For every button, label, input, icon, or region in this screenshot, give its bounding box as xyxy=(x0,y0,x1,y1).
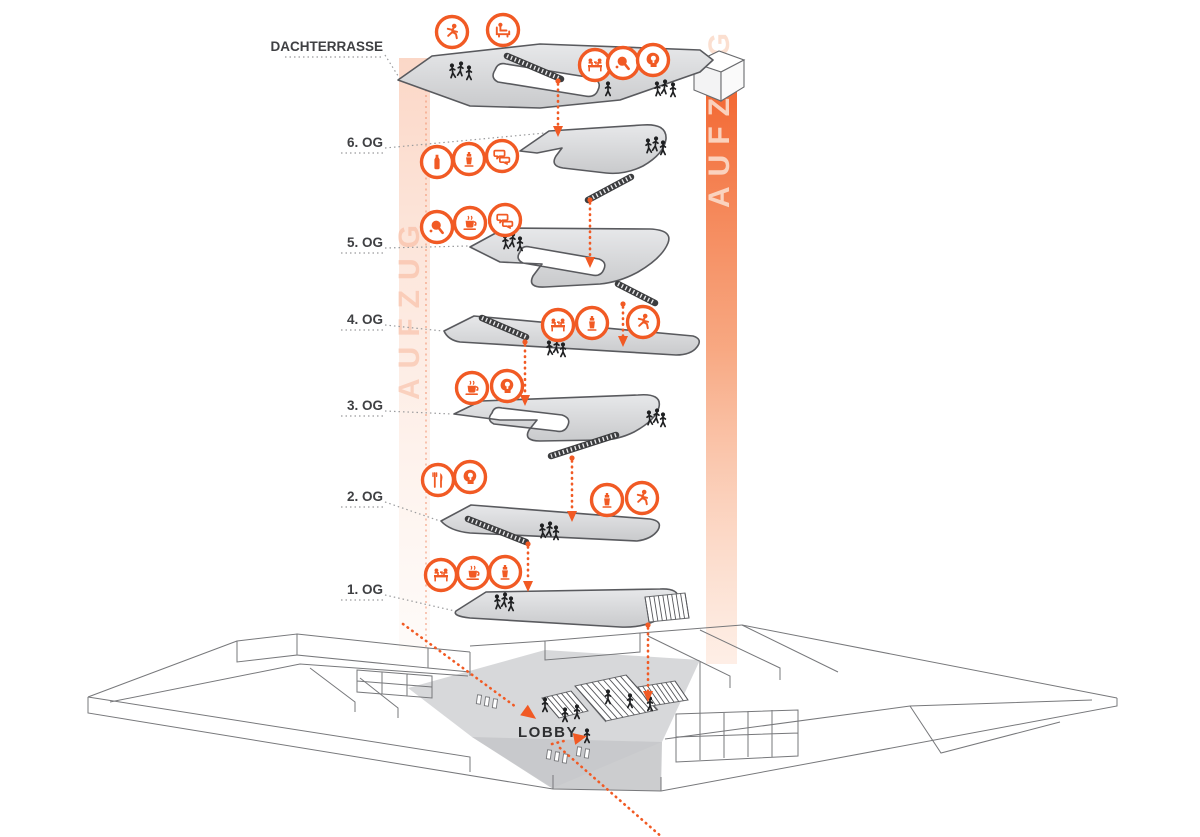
label-dachterrasse: DACHTERRASSE xyxy=(270,39,383,54)
plate-6og xyxy=(519,123,667,175)
person-figure xyxy=(561,707,569,723)
head-lightbulb-icon xyxy=(635,42,671,78)
person-figure xyxy=(516,236,524,252)
head-lightbulb-icon xyxy=(489,368,525,404)
bottle-icon xyxy=(419,144,455,180)
interfloor-ramps xyxy=(464,52,659,546)
person-figure xyxy=(465,65,473,81)
elevator-arrow-down xyxy=(618,301,628,347)
elevator-arrow-down xyxy=(643,622,653,702)
person-figure xyxy=(456,61,464,77)
plate-3og xyxy=(453,393,661,442)
people-at-table-icon xyxy=(423,557,459,593)
stair-ramp xyxy=(503,52,565,83)
stair-ramp xyxy=(478,314,530,341)
person-figure xyxy=(552,525,560,541)
person-figure xyxy=(604,689,612,705)
person-figure xyxy=(660,79,668,95)
person-figure xyxy=(500,592,508,608)
table-tennis-icon xyxy=(605,45,641,81)
1og-stair-hatch xyxy=(644,592,690,623)
plate-5og xyxy=(469,227,670,288)
amenity-icons xyxy=(419,12,671,593)
elevator-arrow-down xyxy=(567,455,577,522)
stair-ramp xyxy=(614,280,659,307)
lobby-label: LOBBY xyxy=(518,724,578,741)
label-3og: 3. OG xyxy=(347,398,383,413)
label-5og: 5. OG xyxy=(347,235,383,250)
person-figure xyxy=(539,523,547,539)
coffee-cup-icon xyxy=(454,370,490,406)
shaker-icon xyxy=(589,482,625,518)
label-4og: 4. OG xyxy=(347,312,383,327)
person-figure xyxy=(573,704,581,720)
stair-ramp xyxy=(464,515,530,546)
lounge-seating-icon xyxy=(485,12,521,48)
person-figure xyxy=(546,340,554,356)
person-figure xyxy=(494,594,502,610)
person-figure xyxy=(541,697,549,713)
lobby-entry-arrow xyxy=(401,622,537,719)
person-figure xyxy=(626,693,634,709)
person-figure xyxy=(559,342,567,358)
person-figure xyxy=(651,136,659,152)
lobby-front-wall xyxy=(472,737,662,791)
running-person-icon xyxy=(434,14,470,50)
speech-bubbles-icon xyxy=(484,138,520,174)
person-figure xyxy=(645,138,653,154)
door-slots xyxy=(475,694,591,764)
person-figure xyxy=(604,81,612,97)
label-2og: 2. OG xyxy=(347,489,383,504)
fork-knife-icon xyxy=(420,462,456,498)
label-1og: 1. OG xyxy=(347,582,383,597)
elevator-arrow-down xyxy=(520,339,530,406)
lobby-exit-path xyxy=(558,746,664,837)
circulation-arrows xyxy=(401,78,664,837)
shaker-icon xyxy=(487,554,523,590)
people-at-table-icon xyxy=(577,47,613,83)
people-at-table-icon xyxy=(540,307,576,343)
running-person-icon xyxy=(624,480,660,516)
person-figure xyxy=(659,412,667,428)
lobby-inner-arrow xyxy=(550,733,587,746)
table-tennis-icon xyxy=(419,209,455,245)
person-figure xyxy=(545,521,553,537)
coffee-cup-icon xyxy=(452,205,488,241)
label-6og: 6. OG xyxy=(347,135,383,150)
person-figure xyxy=(646,410,654,426)
people-figures xyxy=(449,61,677,744)
person-figure xyxy=(652,408,660,424)
stair-ramp xyxy=(584,173,635,204)
floor-labels: DACHTERRASSE 6. OG 5. OG 4. OG 3. OG 2. … xyxy=(270,39,383,597)
running-person-icon xyxy=(625,304,661,340)
plate-1og xyxy=(454,588,679,628)
person-figure xyxy=(583,728,591,744)
stair-ramp xyxy=(547,431,620,460)
1og-stair xyxy=(644,592,690,623)
speech-bubbles-icon xyxy=(487,202,523,238)
elevator-arrow-down xyxy=(523,541,533,592)
shaker-icon xyxy=(574,305,610,341)
head-lightbulb-icon xyxy=(452,459,488,495)
lobby-stairs xyxy=(541,674,689,722)
left-aufzug-label: AUFZUG xyxy=(393,215,426,400)
person-figure xyxy=(659,140,667,156)
floor-leader-lines xyxy=(285,54,546,612)
coffee-cup-icon xyxy=(455,555,491,591)
person-figure xyxy=(654,81,662,97)
ground-floor-plan: LOBBY xyxy=(87,624,1118,792)
shaker-icon xyxy=(451,141,487,177)
person-figure xyxy=(449,63,457,79)
elevator-arrow-down xyxy=(553,78,563,137)
right-elevator-band: AUFZUG xyxy=(703,23,737,664)
person-figure xyxy=(669,82,677,98)
person-figure xyxy=(507,596,515,612)
elevator-arrow-down xyxy=(585,197,595,268)
